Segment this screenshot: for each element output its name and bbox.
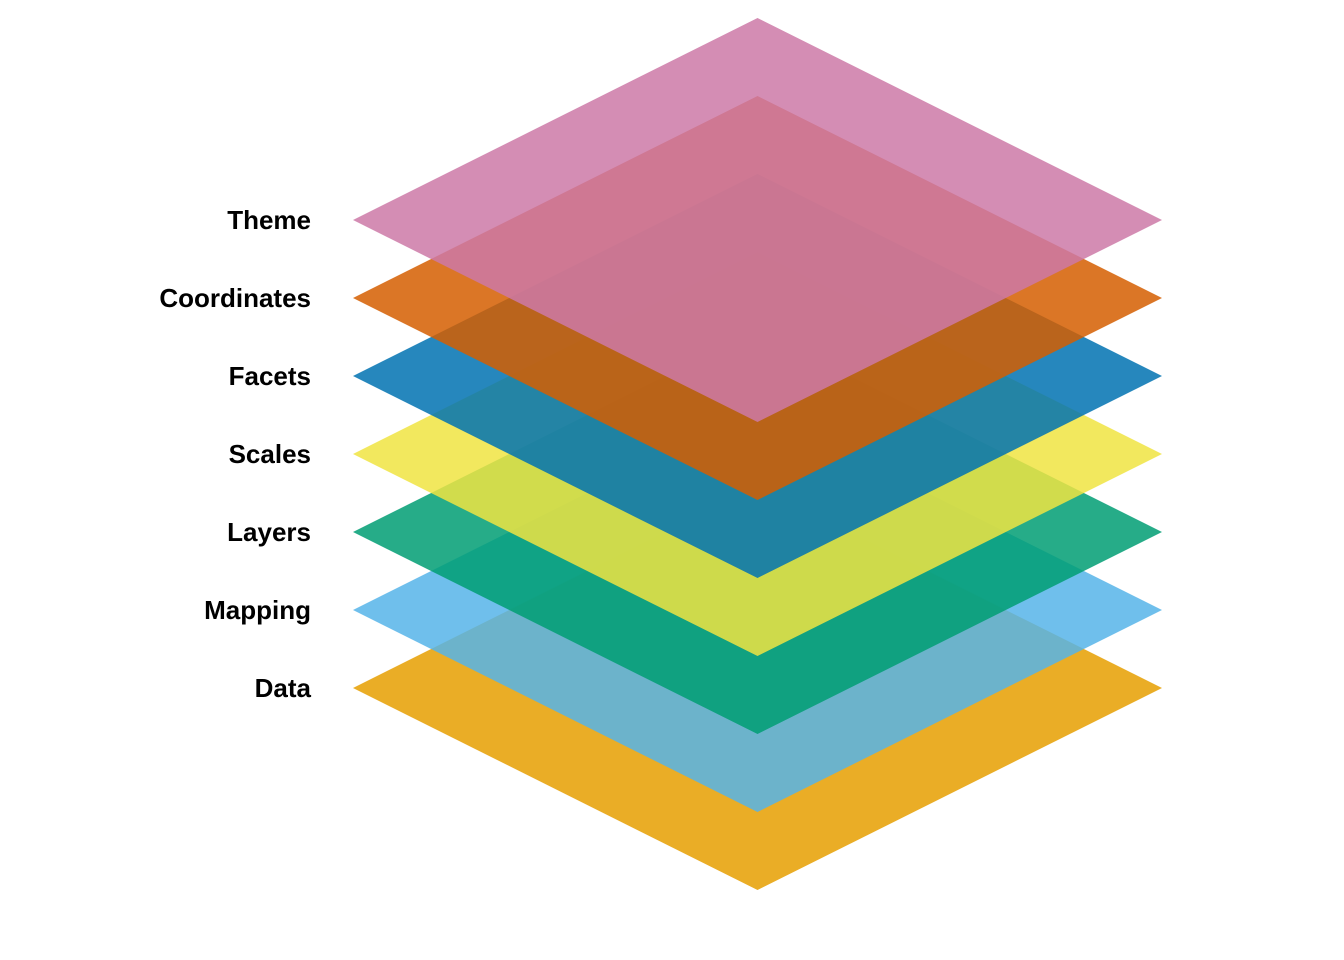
- layer-theme-plane: [353, 18, 1162, 422]
- layer-mapping-label: Mapping: [204, 595, 311, 625]
- layer-scales-label: Scales: [229, 439, 311, 469]
- layer-layers-label: Layers: [227, 517, 311, 547]
- layer-coordinates-label: Coordinates: [159, 283, 311, 313]
- layer-theme-label: Theme: [227, 205, 311, 235]
- layer-data-label: Data: [255, 673, 312, 703]
- layer-facets-label: Facets: [229, 361, 311, 391]
